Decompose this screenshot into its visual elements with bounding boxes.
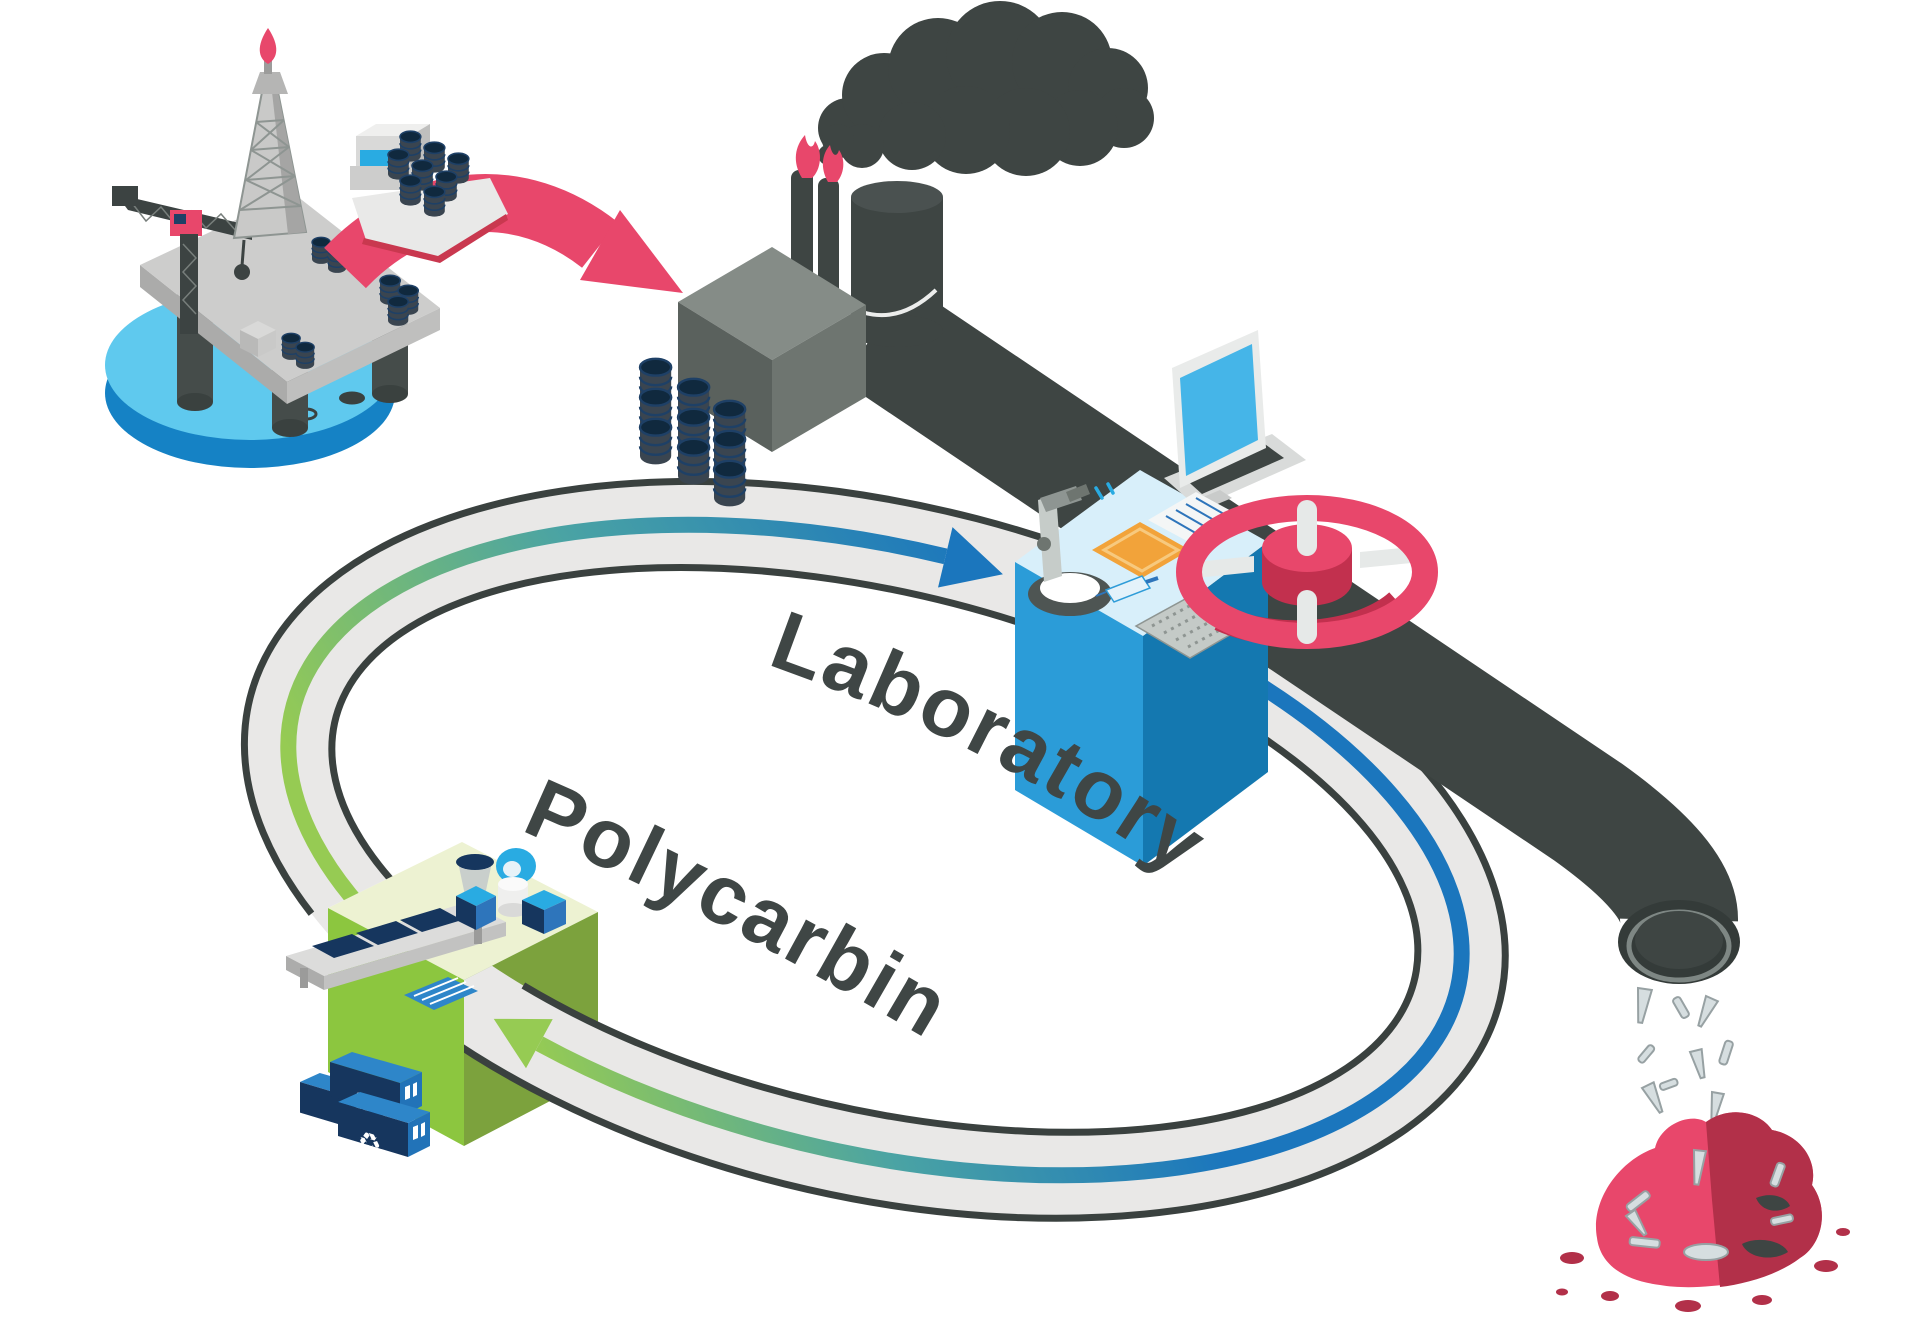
platform-side-left: [140, 265, 287, 404]
deck-cargo: [240, 236, 420, 370]
plastic-waste-pile-icon: [1556, 1112, 1850, 1312]
smoke-cloud-icon: [818, 1, 1154, 176]
hopper-icon: [456, 854, 496, 930]
microscope-icon: [1028, 482, 1115, 616]
loop-flow-bottom: [535, 677, 1470, 1184]
factory-front: [678, 302, 772, 452]
svg-text:♻: ♻: [358, 1125, 381, 1162]
pile-splatter: [1556, 1228, 1850, 1312]
factory-roof: [678, 247, 866, 360]
laptop-screen: [1180, 344, 1258, 476]
refinery-icon: [678, 247, 866, 452]
valve-wheel-icon: [1176, 495, 1438, 649]
syringe-icon: [1095, 575, 1159, 603]
loop-inner-edge: [328, 564, 1422, 1136]
supply-boxes-icon: ♻ ♻: [300, 1052, 430, 1162]
box-lower: ♻: [338, 1092, 430, 1162]
storage-tank-icon: [851, 181, 943, 347]
platform-deck: [140, 193, 440, 382]
falling-plastics: [1636, 986, 1734, 1121]
laptop-icon: [1164, 330, 1306, 508]
clipboard-icon: [1092, 522, 1190, 578]
crude-oil-flow: [324, 124, 683, 293]
bench-front: [1015, 562, 1143, 866]
loop-arrow-to-laboratory-icon: [938, 527, 1003, 588]
flare-flame-icon: [795, 135, 821, 178]
crane-icon: [112, 186, 252, 334]
factory-side: [772, 305, 866, 452]
loop-arrow-to-facility-icon: [493, 1018, 553, 1069]
waste-pipe-icon: [842, 283, 1740, 984]
roller-unit-icon: [496, 848, 536, 917]
platform-side-right: [287, 308, 440, 404]
gas-flare-icon: [259, 28, 277, 64]
water-hatch: [339, 391, 365, 405]
flare-flame-icon: [822, 145, 844, 182]
laboratory-bench-icon: [1015, 330, 1306, 866]
loop-flow-top: [280, 516, 948, 938]
oil-tanker-ship-icon: [350, 124, 508, 263]
derrick-tower-icon: [232, 28, 308, 240]
oil-rig-icon: [105, 28, 440, 468]
red-arrowhead-icon: [580, 210, 683, 293]
recycling-machinery: [286, 848, 566, 1010]
